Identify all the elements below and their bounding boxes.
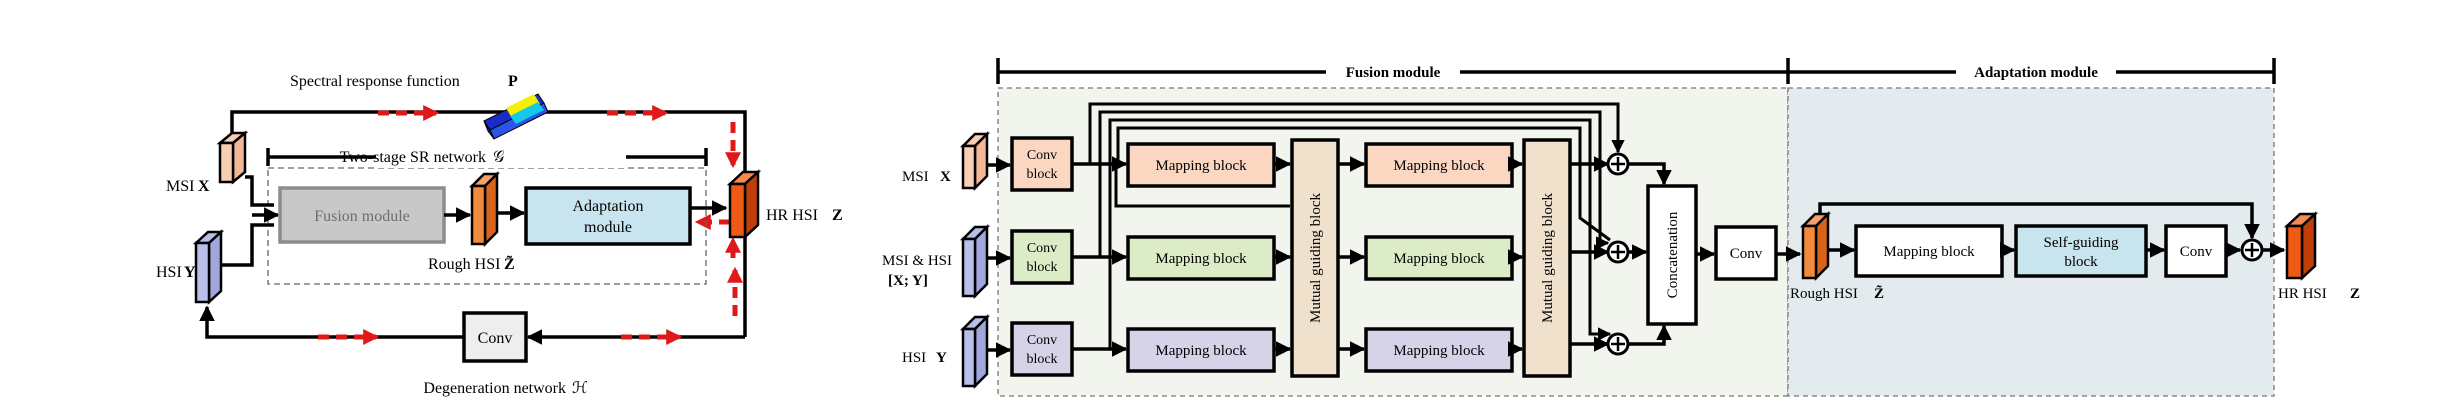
- r-hsi-symbol: Y: [936, 350, 947, 366]
- sr-label-bg: [376, 146, 626, 168]
- add1-concat: [1628, 162, 1672, 186]
- r-hsi-label: HSI: [902, 350, 926, 366]
- mutual-guiding-1-label: Mutual guiding block: [1308, 193, 1324, 323]
- left-rough-cube: [468, 170, 501, 248]
- left-fusion-module: [278, 186, 446, 244]
- adapt-title-bg: [1956, 61, 2116, 83]
- r-hr-cube: [2283, 211, 2319, 281]
- conv-block-msi-l1: Conv: [1027, 148, 1057, 163]
- conv-block-hsi: [1010, 321, 1074, 377]
- degen-symbol: ℋ: [572, 380, 588, 397]
- mapping-block-2b-label: Mapping block: [1393, 251, 1485, 267]
- skip-msi-line: [1088, 102, 1625, 164]
- srf-symbol: P: [508, 73, 518, 90]
- left-adapt-line1: Adaptation: [572, 198, 643, 215]
- mutual-guiding-block-2: [1522, 138, 1572, 378]
- left-adaptation-module: [524, 186, 692, 246]
- msi-cube: [216, 130, 249, 185]
- fusion-title-bg: [1326, 61, 1460, 83]
- mapping-block-1b: [1364, 142, 1514, 188]
- add3-concat: [1628, 324, 1672, 346]
- mapping-block-3b: [1364, 327, 1514, 373]
- sr-symbol: 𝒢: [493, 149, 505, 166]
- conv-block-mshsi: [1010, 229, 1074, 285]
- adder-2: [1606, 240, 1630, 264]
- left-msi-label: MSI: [166, 178, 194, 195]
- mapping-block-3b-label: Mapping block: [1393, 343, 1485, 359]
- adder-1: [1606, 152, 1630, 176]
- r-msi-label: MSI: [902, 169, 929, 185]
- hsi-cube: [192, 229, 225, 305]
- left-conv-box: [462, 311, 528, 363]
- conv-to-hsi-line: [199, 305, 464, 339]
- concatenation-label: Concatenation: [1665, 211, 1681, 298]
- cross-link-line: [1116, 126, 1611, 242]
- adapt-mapping-label: Mapping block: [1883, 244, 1975, 260]
- adapt-conv-label: Conv: [2180, 244, 2213, 260]
- left-rough-symbol: Z̃: [504, 254, 515, 273]
- left-hr-cube: [726, 169, 762, 240]
- r-hsi-cube: [959, 313, 991, 390]
- r-rough-label: Rough HSI: [1790, 286, 1858, 302]
- r-hr-symbol: Z: [2350, 286, 2360, 302]
- left-hsi-label: HSI: [156, 264, 182, 281]
- mapping-block-3a: [1126, 327, 1276, 373]
- r-msi-symbol: X: [940, 169, 951, 185]
- mapping-block-2a-label: Mapping block: [1155, 251, 1247, 267]
- left-adapt-line2: module: [584, 219, 632, 236]
- r-msi-cube: [959, 130, 991, 192]
- mapping-block-1b-label: Mapping block: [1393, 158, 1485, 174]
- skip-to-mg1: [1114, 164, 1290, 208]
- conv-block-msi: [1010, 136, 1074, 192]
- mutual-guiding-2-label: Mutual guiding block: [1540, 193, 1556, 323]
- r-mshsi-label: MSI & HSI: [882, 253, 952, 269]
- final-adder: [2240, 238, 2264, 262]
- conv-block-hsi-l1: Conv: [1027, 333, 1057, 348]
- fusion-title: Fusion module: [1346, 65, 1441, 81]
- self-guiding-l1: Self-guiding: [2044, 235, 2119, 251]
- r-rough-symbol: Z̃: [1874, 285, 1884, 302]
- r-mshsi-symbol: [X; Y]: [888, 273, 928, 289]
- adder-3: [1606, 332, 1630, 356]
- hsi-to-fusion-line: [221, 223, 274, 267]
- srf-label: Spectral response function: [290, 73, 460, 90]
- conv-block-hsi-l2: block: [1026, 352, 1057, 367]
- left-msi-symbol: X: [198, 178, 210, 195]
- sr-label: Two-stage SR network: [340, 149, 486, 166]
- r-mshsi-cube: [959, 223, 991, 300]
- conv-block-msi-l2: block: [1026, 167, 1057, 182]
- adapt-mapping-block: [1854, 224, 2004, 278]
- adapt-skip-line: [1818, 202, 2260, 240]
- concatenation-block: [1646, 184, 1698, 326]
- degen-label: Degeneration network: [423, 380, 566, 397]
- mapping-block-2a: [1126, 235, 1276, 281]
- left-overview: Spectral response function P Two-stage S…: [156, 73, 843, 397]
- left-conv-label: Conv: [478, 330, 513, 347]
- srf-image: [483, 93, 549, 140]
- left-hsi-symbol: Y: [184, 264, 196, 281]
- conv-block-mshsi-l2: block: [1026, 260, 1057, 275]
- adapt-title: Adaptation module: [1974, 65, 2098, 81]
- mapping-block-1a-label: Mapping block: [1155, 158, 1247, 174]
- left-fusion-label: Fusion module: [314, 208, 410, 225]
- right-architecture: Fusion module Adaptation module MSI X MS…: [882, 58, 2360, 397]
- left-rough-label: Rough HSI: [428, 256, 500, 273]
- msi-to-fusion-line: [245, 175, 274, 207]
- r-hr-label: HR HSI: [2278, 286, 2327, 302]
- conv-block-mshsi-l1: Conv: [1027, 241, 1057, 256]
- fusion-conv-label: Conv: [1730, 246, 1763, 262]
- skip-mshsi-line: [1098, 110, 1610, 257]
- left-hr-symbol: Z: [832, 207, 843, 224]
- left-hr-label: HR HSI: [766, 207, 818, 224]
- mapping-block-3a-label: Mapping block: [1155, 343, 1247, 359]
- self-guiding-l2: block: [2064, 254, 2098, 270]
- r-rough-cube: [1799, 210, 1832, 282]
- skip-hsi-line: [1108, 118, 1612, 349]
